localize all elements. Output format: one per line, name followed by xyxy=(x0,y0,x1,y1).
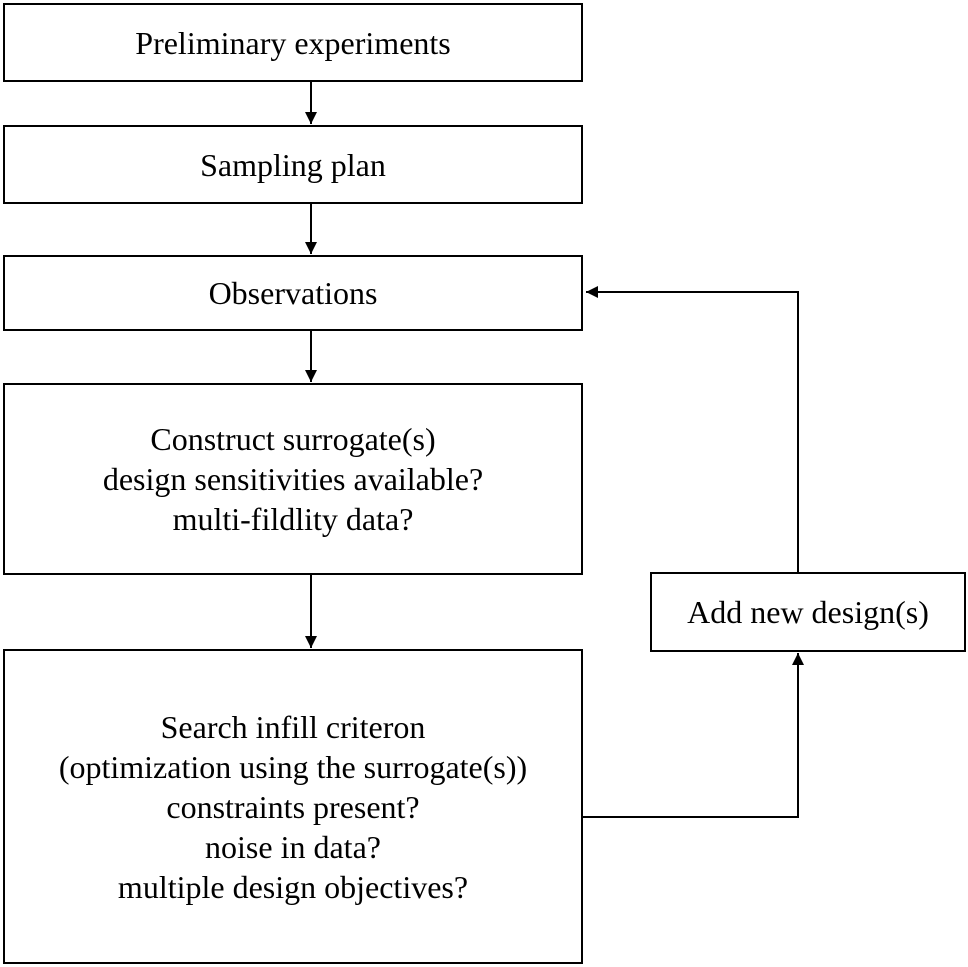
arrow-add-design-to-observations xyxy=(586,286,799,572)
box-construct-surrogate-line-2: design sensitivities available? xyxy=(102,461,484,497)
box-preliminary-experiments: Preliminary experiments xyxy=(3,3,583,82)
box-construct-surrogate-line-3: multi-fildlity data? xyxy=(172,501,414,537)
box-search-infill-criterion-line-3: constraints present? xyxy=(166,788,420,825)
arrow-infill-to-add-design xyxy=(582,653,804,818)
box-search-infill-criterion: Search infill criteron(optimization usin… xyxy=(3,649,583,964)
box-preliminary-experiments-line-1: Preliminary experiments xyxy=(135,24,451,61)
box-observations: Observations xyxy=(3,255,583,331)
box-search-infill-criterion-line-1: Search infill criteron xyxy=(160,708,426,745)
box-search-infill-criterion-line-2: (optimization using the surrogate(s)) xyxy=(58,748,528,785)
box-add-new-designs-line-1: Add new design(s) xyxy=(687,594,929,630)
box-add-new-designs: Add new design(s) xyxy=(650,572,966,652)
box-construct-surrogate: Construct surrogate(s) design sensitiviti… xyxy=(3,383,583,575)
box-construct-surrogate-line-1: Construct surrogate(s) xyxy=(150,421,436,457)
box-observations-line-1: Observations xyxy=(208,275,378,311)
box-sampling-plan: Sampling plan xyxy=(3,125,583,204)
box-sampling-plan-line-1: Sampling plan xyxy=(200,146,386,183)
box-search-infill-criterion-line-5: multiple design objectives? xyxy=(117,868,469,905)
box-search-infill-criterion-line-4: noise in data? xyxy=(205,828,381,865)
